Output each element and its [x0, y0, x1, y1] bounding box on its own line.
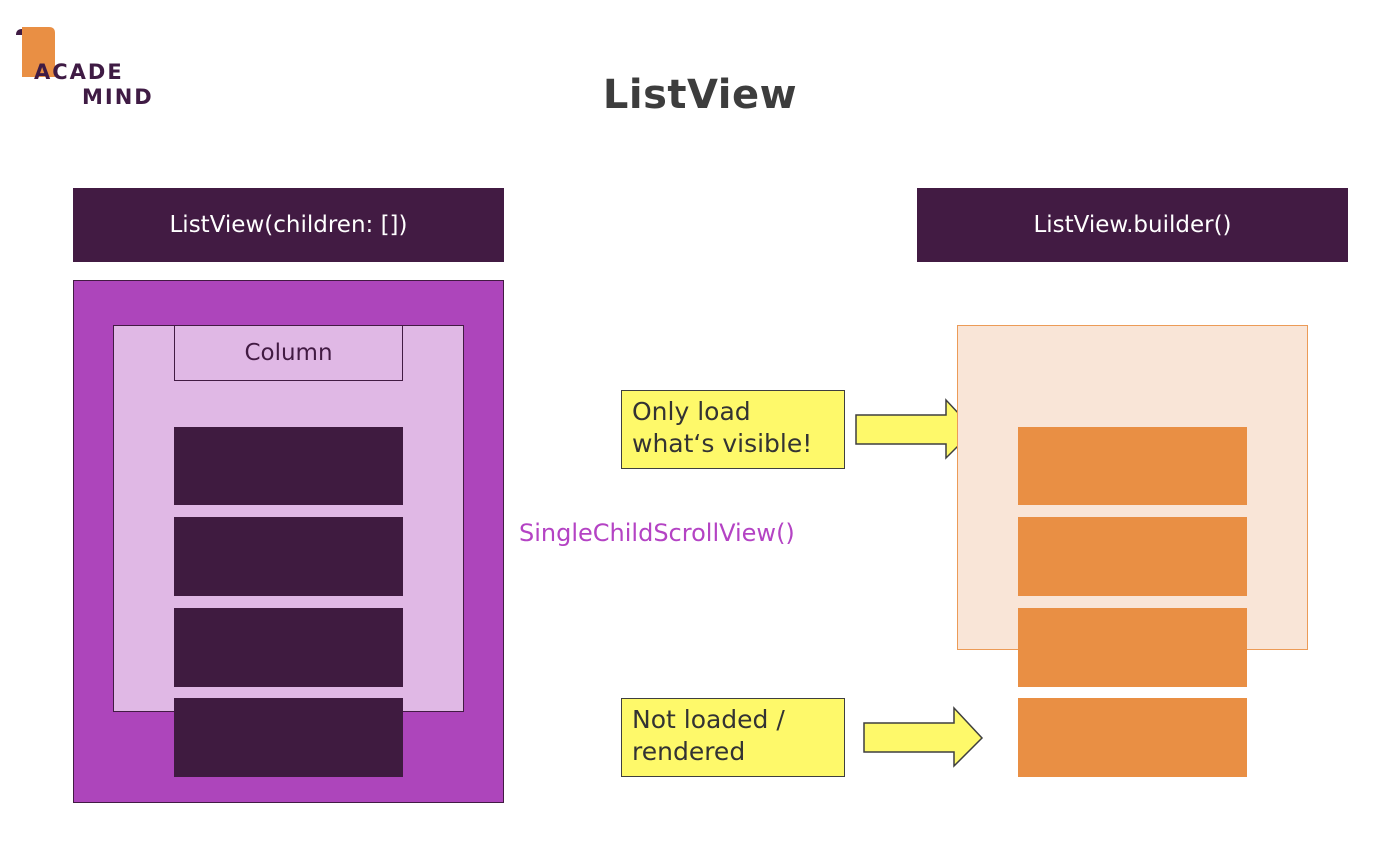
- builder-item-block: [1018, 608, 1247, 687]
- arrow-right-icon: [863, 706, 984, 768]
- list-item-block: [174, 608, 403, 687]
- not-loaded-note: Not loaded / rendered: [621, 698, 845, 777]
- slide-title: ListView: [602, 72, 798, 118]
- list-item-block: [174, 427, 403, 505]
- builder-item-block: [1018, 517, 1247, 596]
- note-line: what‘s visible!: [632, 429, 813, 458]
- only-load-visible-note: Only load what‘s visible!: [621, 390, 845, 469]
- list-item-block: [174, 517, 403, 596]
- single-child-scroll-view-label: SingleChildScrollView(): [519, 519, 795, 547]
- note-line: Only load: [632, 397, 751, 426]
- listview-children-header: ListView(children: []): [73, 188, 504, 262]
- note-line: Not loaded /: [632, 705, 785, 734]
- logo-text-line1: ACADE: [34, 60, 124, 84]
- listview-builder-header: ListView.builder(): [917, 188, 1348, 262]
- column-label: Column: [174, 325, 403, 381]
- list-item-block: [174, 698, 403, 777]
- note-line: rendered: [632, 737, 746, 766]
- builder-item-block: [1018, 698, 1247, 777]
- logo-text-line2: MIND: [82, 85, 154, 109]
- builder-item-block: [1018, 427, 1247, 505]
- academind-logo-flag-icon: [16, 27, 55, 77]
